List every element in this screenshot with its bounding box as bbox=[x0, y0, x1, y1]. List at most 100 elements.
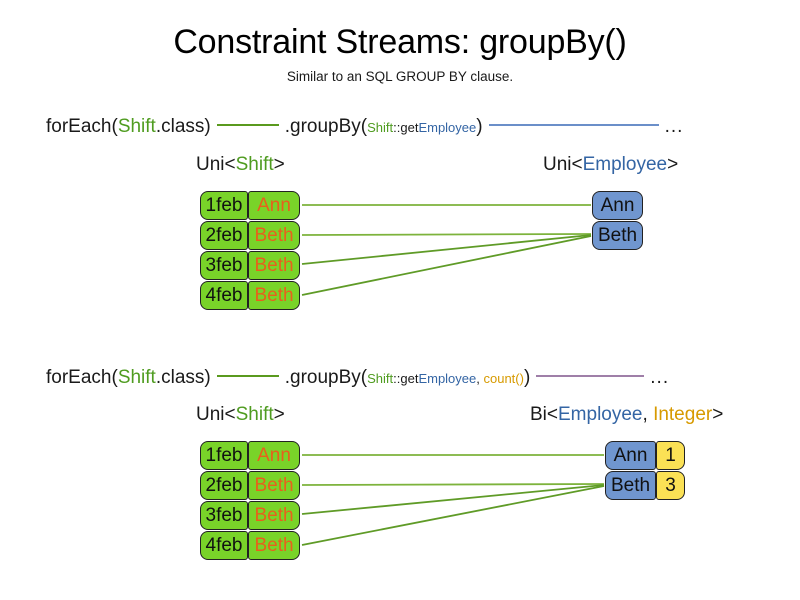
right-stream-comma-2: , bbox=[642, 404, 654, 425]
edge-group-1 bbox=[301, 204, 592, 236]
for-each-suffix: .class) bbox=[155, 367, 211, 388]
employee-count-tuple-row[interactable]: Ann 1 bbox=[605, 441, 685, 470]
employee-name-text: Beth bbox=[610, 475, 651, 496]
right-stream-prefix-1: Uni< bbox=[543, 154, 583, 175]
shift-tuple-row[interactable]: 1feb Ann bbox=[200, 441, 300, 470]
left-stream-suffix-1: > bbox=[273, 154, 285, 175]
right-stream-prefix-2: Bi< bbox=[530, 404, 558, 425]
shift-tuple-row[interactable]: 2feb Beth bbox=[200, 221, 300, 250]
shift-employee-text: Beth bbox=[254, 475, 294, 496]
connector-green-1 bbox=[216, 124, 279, 127]
shift-employee-text: Beth bbox=[254, 285, 294, 306]
for-each-keyword: forEach( bbox=[46, 116, 118, 137]
ellipsis-2: ... bbox=[650, 367, 670, 388]
right-stream-label-1: Uni<Employee> bbox=[543, 153, 678, 177]
shift-tuple-row[interactable]: 3feb Beth bbox=[200, 251, 300, 280]
employee-tuple-row[interactable]: Beth bbox=[592, 221, 643, 250]
shift-tuple-row[interactable]: 4feb Beth bbox=[200, 281, 300, 310]
shift-employee-text: Beth bbox=[254, 535, 294, 556]
employee-tuple-row[interactable]: Ann bbox=[592, 191, 643, 220]
connector-blue-1 bbox=[488, 124, 659, 127]
shift-date-cell: 1feb bbox=[200, 191, 248, 220]
shift-employee-text: Beth bbox=[254, 225, 294, 246]
shift-date-cell: 2feb bbox=[200, 471, 248, 500]
shift-date-cell: 2feb bbox=[200, 221, 248, 250]
left-stream-suffix-2: > bbox=[273, 404, 285, 425]
employee-name-cell: Ann bbox=[605, 441, 656, 470]
edge-2feb-beth bbox=[301, 233, 592, 236]
shift-date-cell: 3feb bbox=[200, 501, 248, 530]
mapper-comma: , bbox=[476, 371, 484, 386]
employee-name-text: Beth bbox=[597, 225, 638, 246]
edge-4feb-beth-count bbox=[301, 485, 605, 546]
shift-tuple-row[interactable]: 1feb Ann bbox=[200, 191, 300, 220]
right-stream-type-1: Employee bbox=[582, 154, 668, 175]
edge-group-2 bbox=[301, 454, 605, 486]
page-title: Constraint Streams: groupBy() bbox=[173, 23, 627, 61]
shift-date-text: 4feb bbox=[205, 535, 243, 556]
for-each-keyword: forEach( bbox=[46, 367, 118, 388]
left-stream-label-1: Uni<Shift> bbox=[196, 153, 285, 177]
shift-date-text: 1feb bbox=[205, 445, 243, 466]
right-stream-suffix-2: > bbox=[712, 404, 724, 425]
mapper-separator: ::get bbox=[393, 371, 419, 386]
edge-3feb-beth bbox=[301, 234, 592, 265]
edge-3feb-beth-count bbox=[301, 484, 605, 515]
shift-employee-cell: Beth bbox=[248, 501, 300, 530]
mapper-class: Shift bbox=[367, 371, 394, 386]
shift-date-cell: 1feb bbox=[200, 441, 248, 470]
left-stream-prefix-2: Uni< bbox=[196, 404, 236, 425]
shift-employee-text: Beth bbox=[254, 255, 294, 276]
shift-date-text: 3feb bbox=[205, 255, 243, 276]
employee-name-cell: Beth bbox=[592, 221, 643, 250]
mapper-class: Shift bbox=[367, 120, 394, 135]
shift-tuple-row[interactable]: 4feb Beth bbox=[200, 531, 300, 560]
shift-date-text: 3feb bbox=[205, 505, 243, 526]
shift-date-text: 4feb bbox=[205, 285, 243, 306]
mapper-separator: ::get bbox=[393, 120, 419, 135]
group-by-keyword: .groupBy( bbox=[284, 116, 368, 137]
employee-count-tuple-row[interactable]: Beth 3 bbox=[605, 471, 685, 500]
shift-date-cell: 4feb bbox=[200, 531, 248, 560]
employee-count-text: 1 bbox=[665, 445, 676, 466]
shift-employee-cell: Beth bbox=[248, 281, 300, 310]
code-line-groupby-count: forEach(Shift.class).groupBy(Shift::getE… bbox=[46, 366, 669, 391]
shift-employee-cell: Ann bbox=[248, 441, 300, 470]
for-each-type: Shift bbox=[117, 367, 156, 388]
mapper-property: Employee bbox=[418, 371, 477, 386]
edge-4feb-beth bbox=[301, 235, 592, 296]
shift-employee-cell: Ann bbox=[248, 191, 300, 220]
shift-employee-text: Ann bbox=[257, 195, 291, 216]
shift-employee-cell: Beth bbox=[248, 531, 300, 560]
connector-purple-2 bbox=[536, 375, 645, 378]
right-stream-type-b-2: Integer bbox=[653, 404, 713, 425]
left-stream-prefix-1: Uni< bbox=[196, 154, 236, 175]
left-stream-type-1: Shift bbox=[235, 154, 274, 175]
employee-count-text: 3 bbox=[665, 475, 676, 496]
left-stream-label-2: Uni<Shift> bbox=[196, 403, 285, 427]
ellipsis-1: ... bbox=[664, 116, 684, 137]
shift-tuple-row[interactable]: 3feb Beth bbox=[200, 501, 300, 530]
page-subtitle: Similar to an SQL GROUP BY clause. bbox=[286, 69, 514, 84]
shift-date-cell: 3feb bbox=[200, 251, 248, 280]
group-by-close: ) bbox=[523, 367, 531, 388]
code-line-groupby-single: forEach(Shift.class).groupBy(Shift::getE… bbox=[46, 115, 683, 140]
shift-employee-cell: Beth bbox=[248, 471, 300, 500]
right-stream-label-2: Bi<Employee, Integer> bbox=[530, 403, 723, 427]
edge-2feb-beth-count bbox=[301, 483, 605, 486]
shift-date-cell: 4feb bbox=[200, 281, 248, 310]
collector-count: count() bbox=[483, 371, 524, 386]
mapper-property: Employee bbox=[418, 120, 477, 135]
shift-employee-cell: Beth bbox=[248, 251, 300, 280]
shift-tuple-row[interactable]: 2feb Beth bbox=[200, 471, 300, 500]
shift-employee-text: Beth bbox=[254, 505, 294, 526]
shift-date-text: 2feb bbox=[205, 225, 243, 246]
employee-name-cell: Beth bbox=[605, 471, 656, 500]
employee-name-cell: Ann bbox=[592, 191, 643, 220]
shift-date-text: 1feb bbox=[205, 195, 243, 216]
employee-name-text: Ann bbox=[613, 445, 648, 466]
right-stream-type-a-2: Employee bbox=[558, 404, 643, 425]
left-stream-type-2: Shift bbox=[235, 404, 274, 425]
